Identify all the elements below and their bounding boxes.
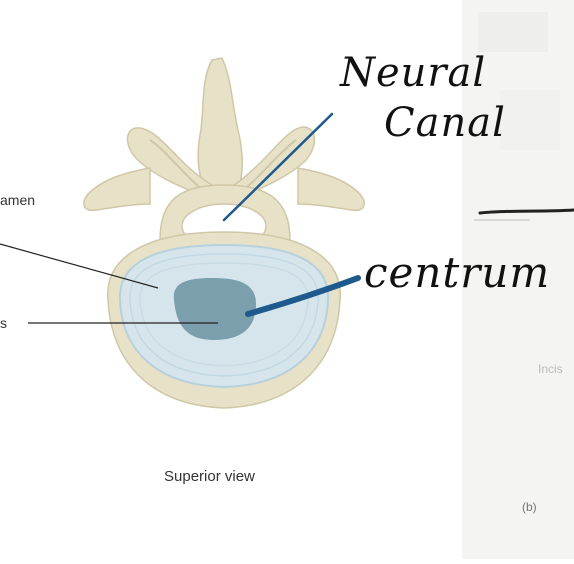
right-transverse-process <box>297 167 365 212</box>
foramen-label-fragment: amen <box>0 192 36 208</box>
annulus-ring <box>139 262 309 367</box>
leader-line-annulus <box>0 243 159 289</box>
handwritten-canal-label: Canal <box>384 100 506 146</box>
background-smudge <box>500 90 560 150</box>
background-smudge <box>478 12 548 52</box>
right-lamina-contour <box>245 139 297 189</box>
handwritten-centrum-label: centrum <box>364 248 551 297</box>
background-text-fragment: Incis <box>538 362 563 376</box>
left-lamina-contour <box>149 139 201 189</box>
view-caption: Superior view <box>164 468 255 485</box>
strike-mark <box>478 208 574 215</box>
left-transverse-process <box>83 167 151 212</box>
spinous-process <box>197 57 244 199</box>
handwritten-neural-label: Neural <box>340 50 487 96</box>
annulus-ring <box>129 253 319 377</box>
neural-canal-pointer <box>222 112 334 222</box>
nucleus-label-fragment: s <box>0 315 7 331</box>
nucleus-pulposus <box>173 278 256 340</box>
centrum-pointer <box>245 275 361 317</box>
background-text-fragment: (b) <box>522 500 537 514</box>
